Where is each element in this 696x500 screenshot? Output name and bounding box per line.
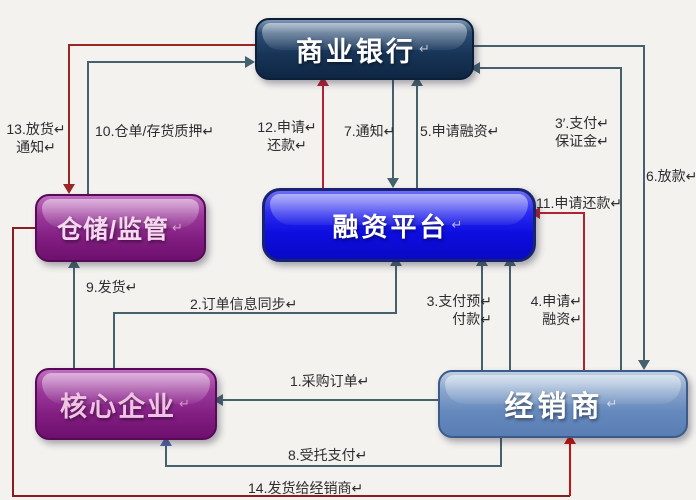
flow7-arrow-down-icon <box>387 178 399 188</box>
flow2-line <box>113 312 397 314</box>
flow8-line <box>500 434 502 467</box>
node-warehouse-supervision-label: 仓储/监管 <box>57 216 170 244</box>
flow9-arrow-up-icon <box>68 258 80 268</box>
flow2-line <box>395 265 397 313</box>
flow-label-line: 7.通知↵ <box>344 123 396 139</box>
flow9-line <box>73 267 75 368</box>
flow-label-3prime-pay-deposit: 3′.支付↵ 保证金↵ <box>540 114 624 150</box>
flow14-line <box>12 227 35 229</box>
flow-label-line: 2.订单信息同步↵ <box>190 296 298 312</box>
return-mark-icon: ↵ <box>419 41 433 56</box>
flow-label-line: 3′.支付↵ <box>554 115 610 131</box>
flow-label-line: 14.发货给经销商↵ <box>248 480 364 496</box>
flow-label-9-ship-goods: 9.发货↵ <box>86 278 137 296</box>
flow8-arrow-up-icon <box>160 436 172 446</box>
flow13-line <box>68 44 70 185</box>
return-mark-icon: ↵ <box>606 396 622 411</box>
flow13-line <box>68 44 255 46</box>
flow-label-11-apply-repayment: 11.申请还款↵ <box>536 194 622 212</box>
return-mark-icon: ↵ <box>451 217 466 232</box>
flow-label-3-pay-advance: 3.支付预↵ 付款↵ <box>410 292 492 328</box>
flow3-line <box>481 265 483 370</box>
flow-label-line: 5.申请融资↵ <box>420 123 500 139</box>
flow11-line <box>583 212 585 370</box>
flow2-line <box>113 312 115 368</box>
flow-label-line: 10.仓单/存货质押↵ <box>95 123 215 139</box>
return-mark-icon: ↵ <box>172 220 184 235</box>
flow-label-13-release-notice: 13.放货↵ 通知↵ <box>4 120 68 156</box>
flow-label-line: 还款↵ <box>267 137 307 153</box>
flow-label-line: 9.发货↵ <box>86 279 138 295</box>
flow-label-line: 13.放货↵ <box>6 121 66 137</box>
flow12-arrow-up-icon <box>317 76 329 86</box>
flow-label-6-loan-disbursement: 6.放款↵ <box>646 167 696 185</box>
node-distributor-label: 经销商 <box>504 391 604 423</box>
flow-label-1-purchase-order: 1.采购订单↵ <box>290 372 369 390</box>
flow13-arrow-down-icon <box>63 184 75 194</box>
flow-label-10-warehouse-receipt-pledge: 10.仓单/存货质押↵ <box>95 122 214 140</box>
flow8-line <box>165 445 167 466</box>
flow1-arrow-left-icon <box>213 394 223 406</box>
flow1-line <box>222 399 438 401</box>
node-warehouse-supervision: 仓储/监管↵ <box>35 194 206 262</box>
flow14-arrow-up-icon <box>564 434 576 444</box>
flow-label-line: 4.申请↵ <box>530 293 582 309</box>
node-core-enterprise: 核心企业↵ <box>35 368 217 440</box>
flow4-line <box>509 265 511 370</box>
flow-label-line: 付款↵ <box>452 311 492 327</box>
flow-label-14-ship-to-distributor: 14.发货给经销商↵ <box>248 479 363 497</box>
flow-label-line: 保证金↵ <box>555 133 609 149</box>
flow-label-line: 11.申请还款↵ <box>536 195 623 211</box>
flow-label-line: 6.放款↵ <box>646 168 696 184</box>
flow-label-2-order-info-sync: 2.订单信息同步↵ <box>190 295 297 313</box>
flow6-arrow-down-icon <box>638 360 650 370</box>
node-core-enterprise-label: 核心企业 <box>60 391 177 422</box>
flow6-line <box>470 45 643 47</box>
flow5-arrow-up-icon <box>411 76 423 86</box>
flow10-line <box>87 61 246 63</box>
flow14-line <box>12 227 14 497</box>
flow-label-line: 融资↵ <box>542 311 582 327</box>
flow-label-line: 8.受托支付↵ <box>288 447 368 463</box>
flow14-line <box>12 495 570 497</box>
flow-label-4-apply-financing: 4.申请↵ 融资↵ <box>514 292 582 328</box>
node-financing-platform: 融资平台↵ <box>262 188 536 262</box>
return-mark-icon: ↵ <box>179 396 192 411</box>
flow5-line <box>416 85 418 188</box>
flow-label-line: 通知↵ <box>16 139 56 155</box>
flow7-line <box>392 76 394 179</box>
node-distributor: 经销商↵ <box>438 370 688 438</box>
node-financing-platform-label: 融资平台 <box>332 211 449 242</box>
flow-label-5-apply-financing: 5.申请融资↵ <box>420 122 499 140</box>
flow11-line <box>539 212 584 214</box>
flow3prime-line <box>479 67 620 69</box>
node-commercial-bank: 商业银行↵ <box>255 18 474 80</box>
flow10-line <box>87 61 89 194</box>
flow8-line <box>165 465 502 467</box>
flow14-line <box>569 443 571 496</box>
node-commercial-bank-label: 商业银行 <box>296 36 417 67</box>
flow10-arrow-right-icon <box>245 56 255 68</box>
flow-label-line: 12.申请↵ <box>257 119 317 135</box>
flow-label-12-apply-repayment: 12.申请↵ 还款↵ <box>254 118 320 154</box>
flow6-line <box>643 45 645 361</box>
flow-label-line: 1.采购订单↵ <box>290 373 370 389</box>
flow3prime-arrow-left-icon <box>470 62 480 74</box>
flow-label-7-notify: 7.通知↵ <box>344 122 395 140</box>
flow3prime-line <box>620 67 622 370</box>
flow-label-line: 3.支付预↵ <box>426 293 492 309</box>
flow-label-8-entrusted-payment: 8.受托支付↵ <box>288 446 367 464</box>
flow12-line <box>322 85 324 188</box>
